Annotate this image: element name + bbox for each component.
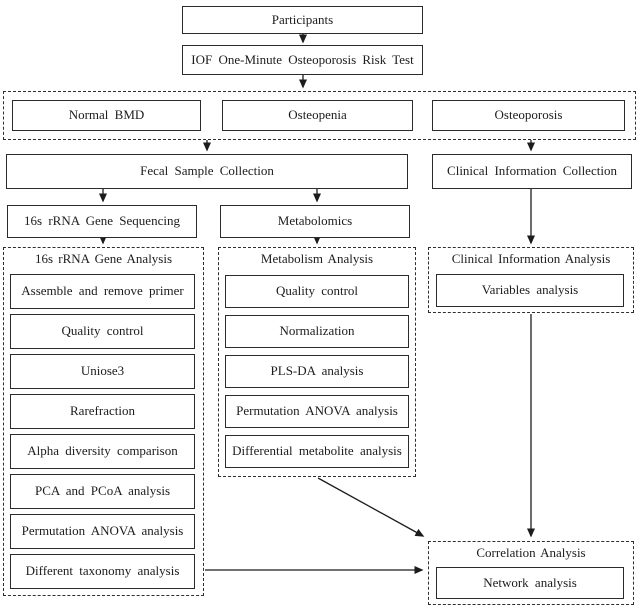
node-metabolomics: Metabolomics [220, 205, 410, 238]
group-clinical-analysis: Clinical Information Analysis Variables … [428, 247, 634, 313]
node-pls-da-analysis: PLS-DA analysis [225, 355, 409, 388]
node-pca-pcoa-analysis: PCA and PCoA analysis [10, 474, 195, 509]
node-rarefraction: Rarefraction [10, 394, 195, 429]
node-clinical-information-collection: Clinical Information Collection [432, 154, 632, 189]
node-uniose3: Uniose3 [10, 354, 195, 389]
node-assemble-remove-primer: Assemble and remove primer [10, 274, 195, 309]
node-normalization: Normalization [225, 315, 409, 348]
node-osteoporosis: Osteoporosis [432, 100, 625, 131]
group-gene-analysis: 16s rRNA Gene Analysis Assemble and remo… [3, 247, 204, 596]
node-fecal-sample-collection: Fecal Sample Collection [6, 154, 408, 189]
node-16s-rrna-gene-sequencing: 16s rRNA Gene Sequencing [7, 205, 197, 238]
group-gene-analysis-title: 16s rRNA Gene Analysis [34, 251, 173, 266]
node-network-analysis: Network analysis [436, 567, 624, 599]
arrow-metabolism-to-correlation [317, 477, 425, 537]
node-risk-test: IOF One-Minute Osteoporosis Risk Test [182, 45, 423, 75]
node-gene-permutation-anova: Permutation ANOVA analysis [10, 514, 195, 549]
node-alpha-diversity-comparison: Alpha diversity comparison [10, 434, 195, 469]
node-metabolism-quality-control: Quality control [225, 275, 409, 308]
group-correlation-analysis: Correlation Analysis Network analysis [428, 541, 634, 605]
group-clinical-analysis-title: Clinical Information Analysis [451, 251, 611, 266]
group-metabolism-analysis-title: Metabolism Analysis [260, 251, 374, 266]
node-gene-quality-control: Quality control [10, 314, 195, 349]
node-variables-analysis: Variables analysis [436, 274, 624, 307]
node-participants: Participants [182, 6, 423, 34]
node-osteopenia: Osteopenia [222, 100, 413, 131]
group-correlation-analysis-title: Correlation Analysis [476, 545, 586, 560]
node-metabolism-permutation-anova: Permutation ANOVA analysis [225, 395, 409, 428]
group-metabolism-analysis: Metabolism Analysis Quality control Norm… [218, 247, 416, 477]
group-bmd-categories: Normal BMD Osteopenia Osteoporosis [3, 91, 636, 140]
node-normal-bmd: Normal BMD [12, 100, 201, 131]
node-differential-metabolite-analysis: Differential metabolite analysis [225, 435, 409, 468]
node-different-taxonomy-analysis: Different taxonomy analysis [10, 554, 195, 589]
